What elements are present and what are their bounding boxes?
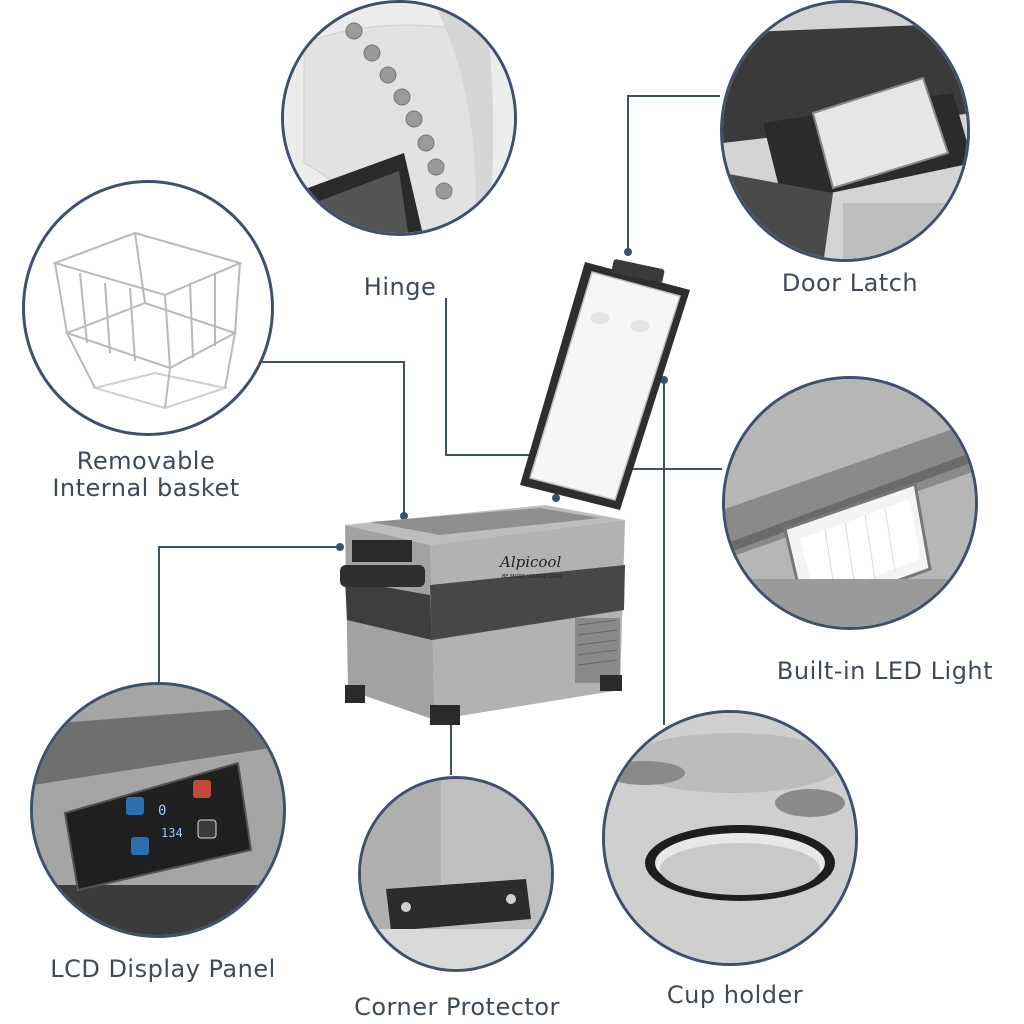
led-light-label: Built-in LED Light [776, 657, 994, 685]
lcd-connector [158, 546, 340, 690]
lcd-panel-label: LCD Display Panel [50, 955, 276, 983]
hinge-closeup [281, 0, 517, 236]
basket-label-line2: Internal basket [52, 474, 240, 502]
svg-text:134: 134 [161, 826, 183, 840]
hinge-label: Hinge [363, 273, 437, 301]
power-button-icon [193, 780, 211, 798]
svg-text:0: 0 [158, 803, 166, 819]
corner-protector-label: Corner Protector [354, 993, 560, 1021]
brand-tagline: BE MORE VOLTAIC COOL [502, 574, 563, 580]
up-button-icon [126, 797, 144, 815]
led-light-closeup [722, 376, 978, 630]
cup-holder-label: Cup holder [666, 981, 804, 1009]
brand-logo: Alpicool [498, 553, 561, 571]
down-button-icon [131, 837, 149, 855]
basket-connector [248, 361, 405, 516]
basket-closeup [22, 180, 274, 436]
basket-label-line1: Removable [76, 447, 216, 475]
door-latch-connector [627, 95, 720, 250]
lcd-panel-image: 0 134 [33, 685, 283, 935]
door-latch-label: Door Latch [781, 269, 919, 297]
basket-label: Removable Internal basket [30, 448, 262, 502]
cup-holder-closeup [602, 710, 858, 966]
cooler-lid [520, 259, 690, 510]
basket-image [51, 231, 243, 410]
led-light-image [725, 379, 975, 627]
lcd-panel-closeup: 0 134 [30, 682, 286, 938]
cooler-body [340, 505, 625, 725]
